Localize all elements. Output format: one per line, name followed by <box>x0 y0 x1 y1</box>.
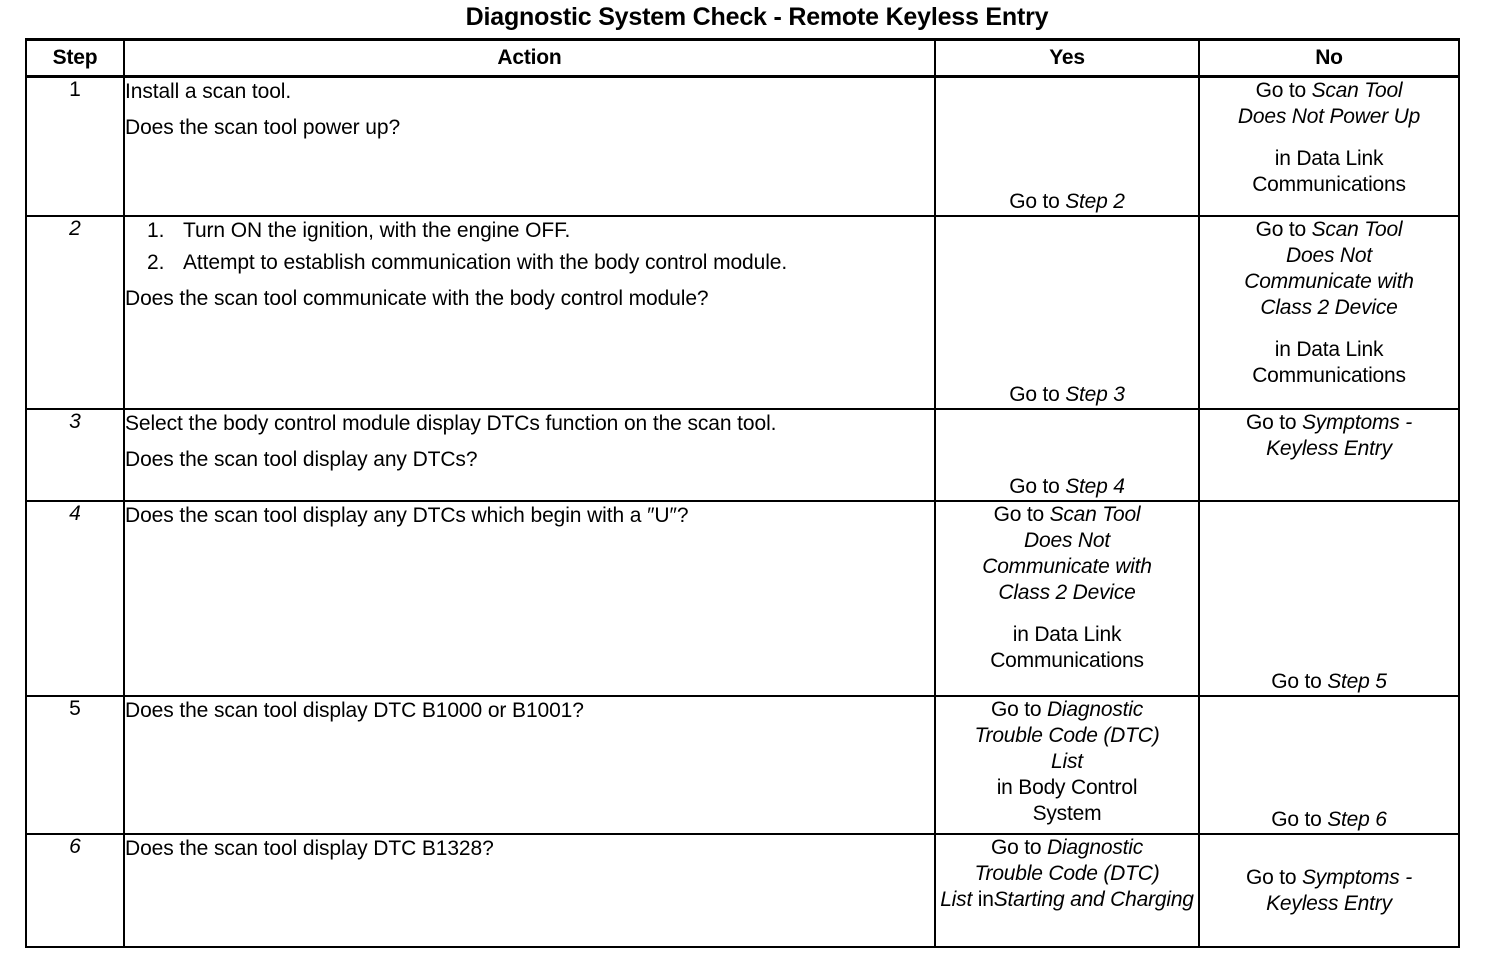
action-cell: Select the body control module display D… <box>123 408 936 502</box>
result-line: in Data Link <box>1274 338 1384 361</box>
column-header-no: No <box>1198 38 1460 78</box>
action-cell: 1.Turn ON the ignition, with the engine … <box>123 215 936 410</box>
result-line: Communicate with <box>1244 270 1414 293</box>
column-header-action: Action <box>123 38 936 78</box>
action-text: Does the scan tool display any DTCs? <box>125 448 478 471</box>
step-number: 2 <box>25 215 125 410</box>
result-line: Go to Scan Tool <box>1255 79 1403 102</box>
result-line: Go to Diagnostic <box>990 698 1144 721</box>
action-text: Does the scan tool communicate with the … <box>125 287 709 310</box>
no-result-cell: Go to Step 6 <box>1198 695 1460 835</box>
result-line: Trouble Code (DTC) <box>974 862 1160 885</box>
action-step-item: 1.Turn ON the ignition, with the engine … <box>125 217 934 245</box>
action-text: Does the scan tool power up? <box>125 116 401 139</box>
step-number: 3 <box>25 408 125 502</box>
action-text: Install a scan tool. <box>125 80 292 103</box>
result-line: Communications <box>1252 173 1406 196</box>
no-result-cell: Go to Symptoms -Keyless Entry <box>1198 833 1460 948</box>
step-number: 4 <box>25 500 125 697</box>
action-cell: Does the scan tool display DTC B1328? <box>123 833 936 948</box>
result-line: Go to Scan Tool <box>993 503 1141 526</box>
result-text: Go to Step 4 <box>1009 475 1125 498</box>
table-header-row: Step Action Yes No <box>25 38 1460 78</box>
result-line: in Data Link <box>1274 147 1384 170</box>
result-line: Class 2 Device <box>998 581 1136 604</box>
action-step-item: 2.Attempt to establish communication wit… <box>125 249 934 277</box>
yes-result-cell: Go to Step 2 <box>934 75 1200 217</box>
result-line: Go to Scan Tool <box>1255 218 1403 241</box>
action-text: Select the body control module display D… <box>125 412 777 435</box>
result-line: Go to Diagnostic <box>990 836 1144 859</box>
result-line: List inStarting and Charging <box>940 888 1194 911</box>
result-line: in Data Link <box>1012 623 1122 646</box>
result-line: Go to Symptoms - <box>1245 411 1412 434</box>
yes-result-cell: Go to Step 4 <box>934 408 1200 502</box>
action-cell: Install a scan tool. Does the scan tool p… <box>123 75 936 217</box>
action-text: Does the scan tool display any DTCs whic… <box>125 504 689 527</box>
result-line: System <box>1032 802 1102 825</box>
action-cell: Does the scan tool display DTC B1000 or … <box>123 695 936 835</box>
result-text: Go to Step 5 <box>1271 670 1387 693</box>
result-text: Go to Step 2 <box>1009 190 1125 213</box>
result-line: Trouble Code (DTC) <box>974 724 1160 747</box>
result-line: in Body Control <box>996 776 1138 799</box>
step-number: 6 <box>25 833 125 948</box>
column-header-yes: Yes <box>934 38 1200 78</box>
action-cell: Does the scan tool display any DTCs whic… <box>123 500 936 697</box>
step-number: 1 <box>25 75 125 217</box>
result-line: Communications <box>990 649 1144 672</box>
yes-result-cell: Go to Step 3 <box>934 215 1200 410</box>
result-line: Class 2 Device <box>1260 296 1398 319</box>
result-line: Go to Symptoms - <box>1245 865 1412 889</box>
action-step-list: 1.Turn ON the ignition, with the engine … <box>125 217 934 277</box>
action-step-number: 2. <box>147 251 165 274</box>
column-header-step: Step <box>25 38 125 78</box>
result-line: Communicate with <box>982 555 1152 578</box>
result-line: Does Not <box>1024 529 1110 552</box>
action-step-number: 1. <box>147 219 165 242</box>
result-line: Does Not Power Up <box>1237 105 1421 128</box>
result-line: Keyless Entry <box>1266 891 1392 915</box>
action-text: Does the scan tool display DTC B1328? <box>125 837 494 860</box>
result-line: Does Not <box>1286 244 1372 267</box>
no-result-cell: Go to Symptoms - Keyless Entry <box>1198 408 1460 502</box>
action-text: Does the scan tool display DTC B1000 or … <box>125 699 584 722</box>
no-result-cell: Go to Step 5 <box>1198 500 1460 697</box>
page-title: Diagnostic System Check - Remote Keyless… <box>465 3 1049 31</box>
result-line: Keyless Entry <box>1266 437 1392 460</box>
result-text: Go to Step 6 <box>1271 808 1387 831</box>
result-text: Go to Step 3 <box>1009 383 1125 406</box>
step-number: 5 <box>25 695 125 835</box>
result-line: Communications <box>1252 364 1406 387</box>
result-line: List <box>1051 750 1083 773</box>
